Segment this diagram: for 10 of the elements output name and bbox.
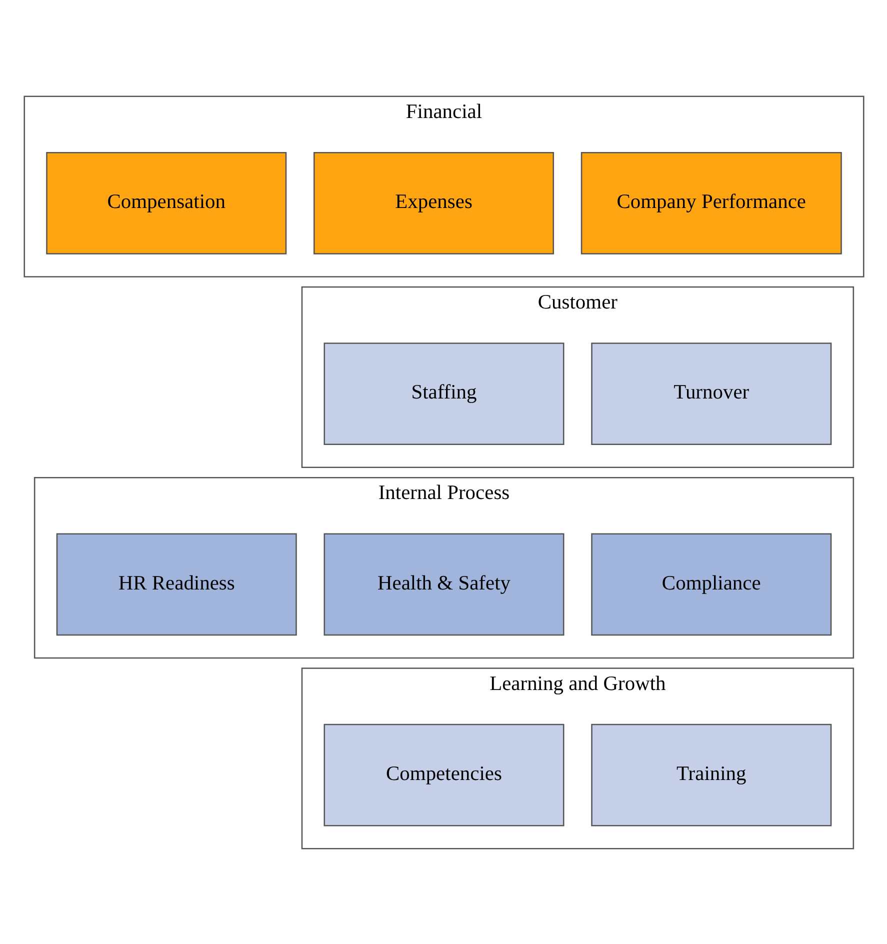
node-box: Turnover — [590, 342, 832, 444]
node-box: Compensation — [46, 152, 286, 254]
node-box: Competencies — [323, 723, 564, 826]
node-box: Company Performance — [580, 152, 842, 254]
node-box: Expenses — [313, 152, 554, 254]
node-box: Compliance — [590, 532, 832, 636]
node-box: HR Readiness — [56, 532, 296, 636]
node-box: Health & Safety — [323, 532, 564, 636]
node-box: Staffing — [323, 342, 564, 444]
node-box: Training — [590, 723, 832, 826]
